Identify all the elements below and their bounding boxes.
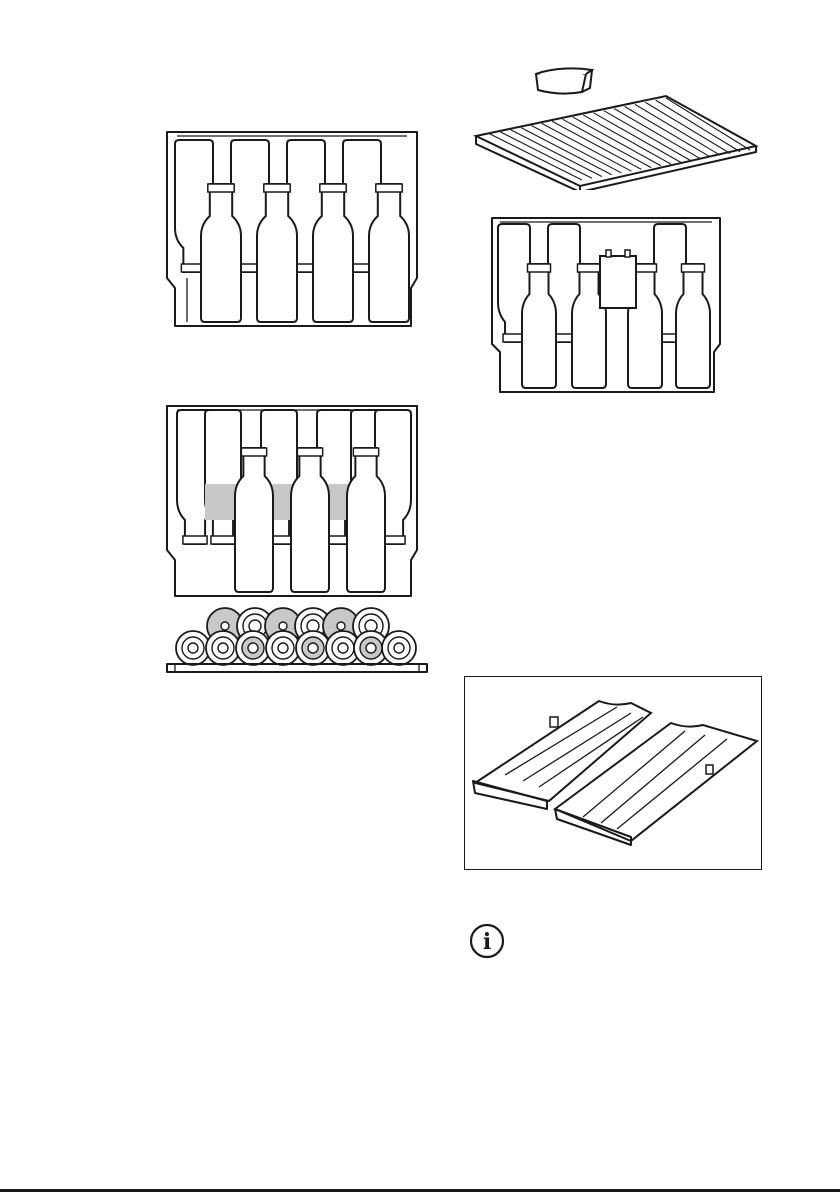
figure-bottle-ends — [165, 602, 429, 678]
figure-shelf-bottles-top — [163, 128, 421, 330]
figure-shelf-halves — [464, 676, 762, 870]
wine-shelf-box-icon — [488, 214, 724, 396]
stacked-bottle-bases-icon — [165, 602, 429, 678]
info-icon: i — [468, 922, 506, 960]
info-glyph: i — [483, 929, 491, 955]
wine-shelf-stacked-icon — [163, 402, 421, 600]
figure-rack-with-box — [470, 64, 760, 190]
figure-shelf-stacked — [163, 402, 421, 600]
figure-shelf-bottles-box — [488, 214, 724, 396]
split-shelf-halves-icon — [465, 677, 761, 869]
wine-shelf-bottles-icon — [163, 128, 421, 330]
shelf-rack-box-icon — [470, 64, 760, 190]
